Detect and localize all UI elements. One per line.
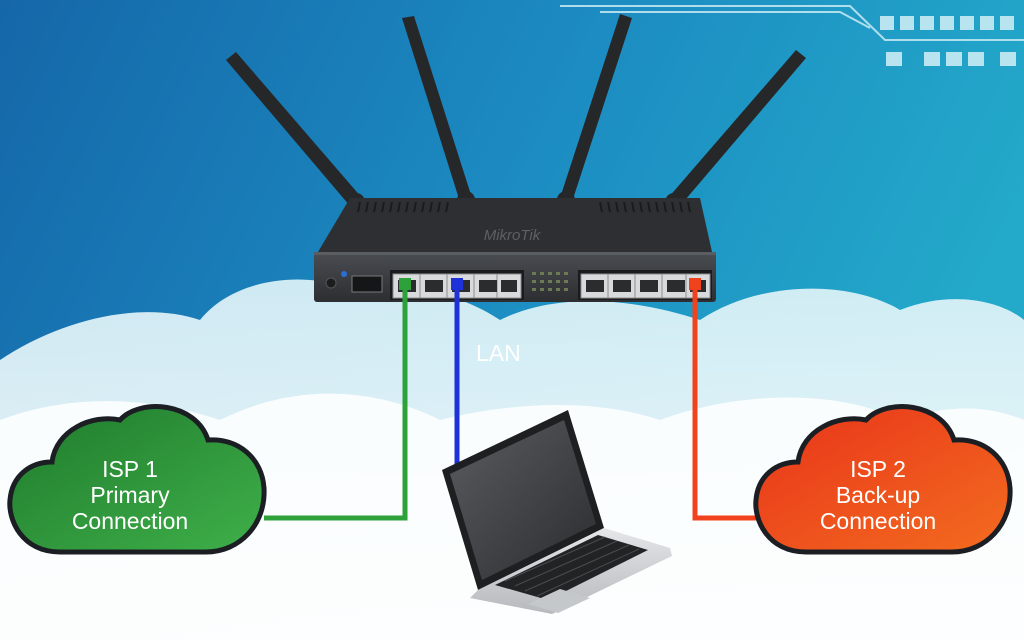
cables xyxy=(264,282,760,521)
tech-squares xyxy=(880,16,1016,66)
isp1-subtitle: Primary xyxy=(90,482,170,508)
port-led-grid xyxy=(532,272,568,291)
status-led-icon xyxy=(341,271,347,277)
isp1-cloud-label: ISP 1 Primary Connection xyxy=(40,456,220,534)
tech-decoration xyxy=(560,5,1024,41)
isp2-plug-icon xyxy=(689,278,701,290)
cable-plugs xyxy=(399,278,701,290)
cloud-icon xyxy=(753,404,1013,555)
isp1-cloud-icon xyxy=(7,404,267,555)
router-icon: MikroTik xyxy=(314,198,716,302)
isp1-title: ISP 1 xyxy=(102,456,158,482)
cloud-icon xyxy=(7,404,267,555)
isp1-connection-label: Connection xyxy=(71,508,189,534)
laptop-keyboard-lines xyxy=(504,536,640,597)
isp2-connection-label: Connection xyxy=(819,508,937,534)
router-vents xyxy=(357,201,691,213)
isp1-plug-icon xyxy=(399,278,411,290)
isp2-cloud-label: ISP 2 Back-up Connection xyxy=(788,456,968,534)
isp2-subtitle: Back-up xyxy=(835,482,921,508)
isp2-title: ISP 2 xyxy=(850,456,906,482)
sfp-port-icon xyxy=(351,275,383,293)
lan-label: LAN xyxy=(476,340,521,366)
router-brand-logo: MikroTik xyxy=(484,227,542,244)
reset-button-icon xyxy=(325,277,337,289)
laptop-icon xyxy=(442,410,672,614)
lan-plug-icon xyxy=(451,278,463,290)
isp2-cloud-icon xyxy=(753,404,1013,555)
isp1-cable xyxy=(264,282,408,521)
isp2-cable xyxy=(692,282,760,521)
